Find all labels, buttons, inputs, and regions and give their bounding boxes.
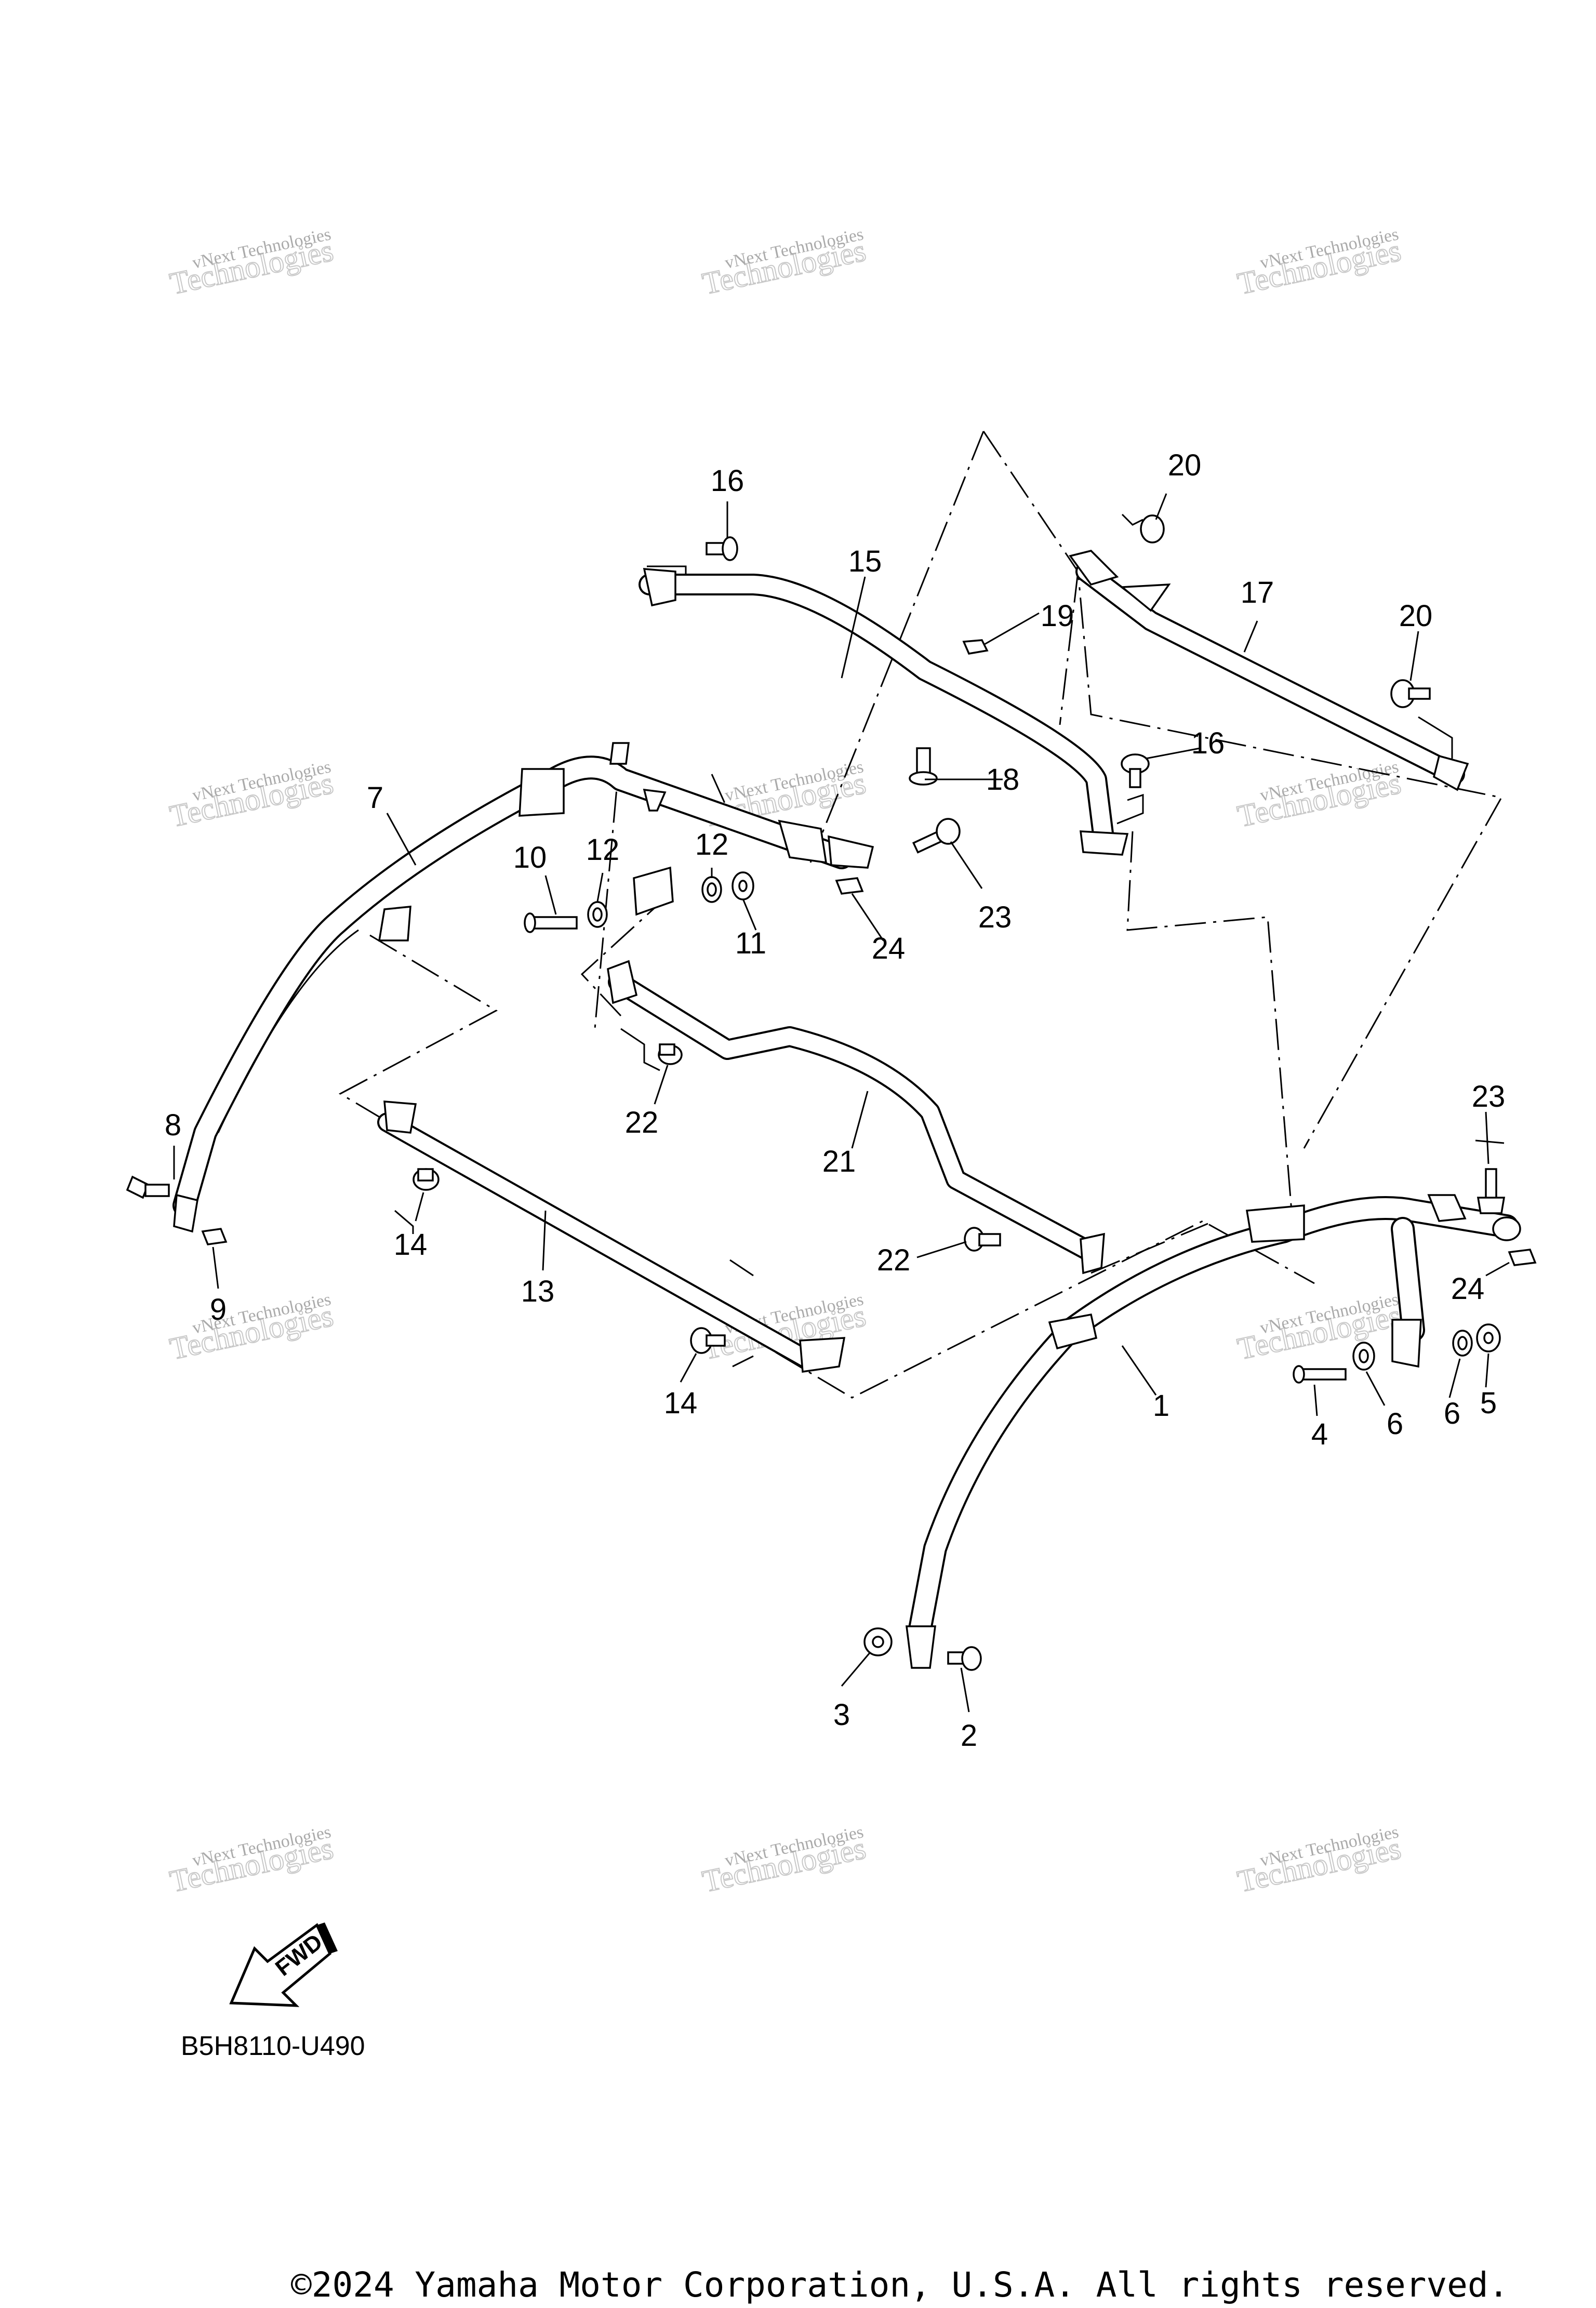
callout-23: 23 — [978, 900, 1012, 934]
callout-24: 24 — [1451, 1272, 1485, 1306]
callout-10: 10 — [513, 841, 547, 874]
callout-12: 12 — [586, 833, 620, 867]
callout-leaders — [173, 493, 1510, 1713]
callout-22: 22 — [877, 1243, 911, 1277]
callout-9: 9 — [210, 1293, 227, 1327]
callout-4: 4 — [1311, 1417, 1328, 1451]
callout-20: 20 — [1399, 599, 1433, 633]
callout-5: 5 — [1480, 1386, 1497, 1420]
callout-3: 3 — [833, 1698, 850, 1732]
callout-20: 20 — [1168, 448, 1202, 482]
fwd-arrow-icon: FWD — [229, 1922, 338, 2007]
pipe-1 — [908, 1196, 1519, 1643]
pipe-7 — [172, 755, 854, 1217]
assembly-lines — [338, 431, 1503, 1399]
callout-8: 8 — [165, 1108, 181, 1142]
callout-11: 11 — [735, 926, 766, 960]
pipe-7-inner — [217, 929, 359, 1133]
pipe-15 — [639, 574, 1115, 853]
callout-14: 14 — [664, 1386, 698, 1420]
callout-22: 22 — [625, 1106, 659, 1139]
callout-7: 7 — [367, 781, 383, 815]
callout-18: 18 — [986, 763, 1020, 797]
pipe-21 — [608, 972, 1101, 1263]
callout-13: 13 — [521, 1275, 555, 1308]
copyright-notice: ©2024 Yamaha Motor Corporation, U.S.A. A… — [291, 2265, 1509, 2305]
part-code: B5H8110-U490 — [181, 2031, 365, 2061]
callout-16: 16 — [1191, 726, 1225, 760]
callout-17: 17 — [1241, 576, 1274, 609]
callout-24: 24 — [872, 932, 906, 965]
hardware — [126, 514, 1537, 1671]
pipe-13 — [377, 1112, 820, 1371]
callout-21: 21 — [822, 1145, 856, 1178]
callout-12: 12 — [695, 828, 729, 861]
callout-2: 2 — [961, 1719, 977, 1753]
pipe-17 — [1075, 561, 1465, 785]
callout-6: 6 — [1387, 1407, 1403, 1441]
callout-16: 16 — [711, 464, 744, 498]
callout-1: 1 — [1153, 1389, 1169, 1423]
callout-15: 15 — [848, 545, 882, 578]
callout-14: 14 — [394, 1228, 428, 1262]
callout-19: 19 — [1041, 599, 1074, 633]
callout-6: 6 — [1444, 1397, 1460, 1430]
callout-23: 23 — [1472, 1080, 1506, 1113]
